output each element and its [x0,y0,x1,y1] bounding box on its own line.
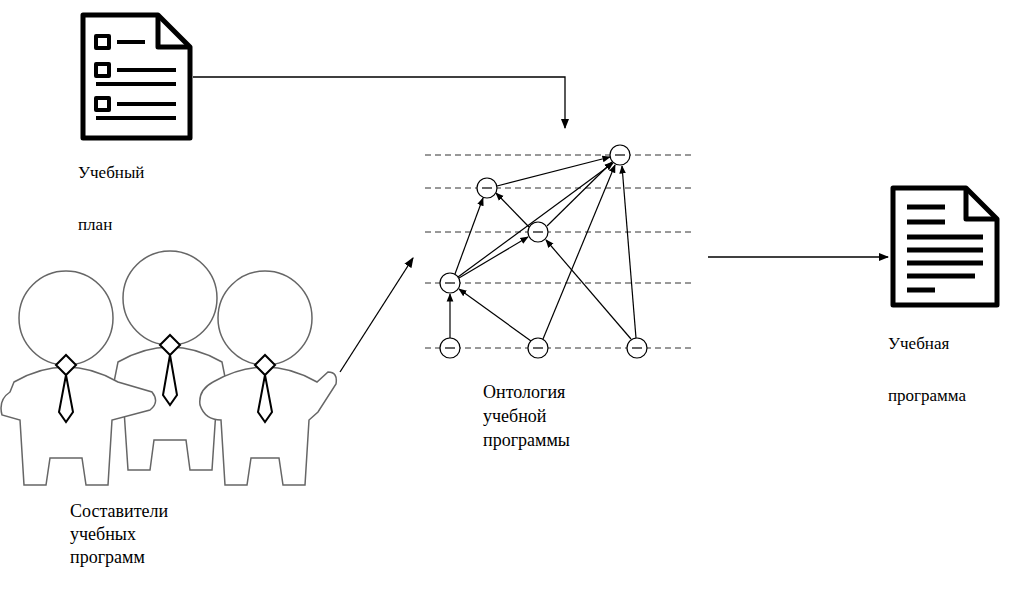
program-document: Учебная программа [885,183,1005,426]
flow-arrow [708,256,888,257]
ontology-graph-node: Онтология учебной программы [415,130,705,460]
flow-arrow [340,258,413,372]
node-label: Составители учебных программ [70,500,190,569]
node-label: Учебный план [78,147,168,251]
authors-group: Составители учебных программ [10,255,335,585]
node-label: Онтология учебной программы [483,380,608,452]
flow-arrow [193,77,565,128]
node-label: Учебная программа [888,318,988,422]
people-figures [1,251,336,485]
plan-document-icon [83,15,190,138]
plan-document: Учебный план [78,12,193,255]
program-document-icon [893,188,997,305]
ontology-graph [425,145,695,358]
